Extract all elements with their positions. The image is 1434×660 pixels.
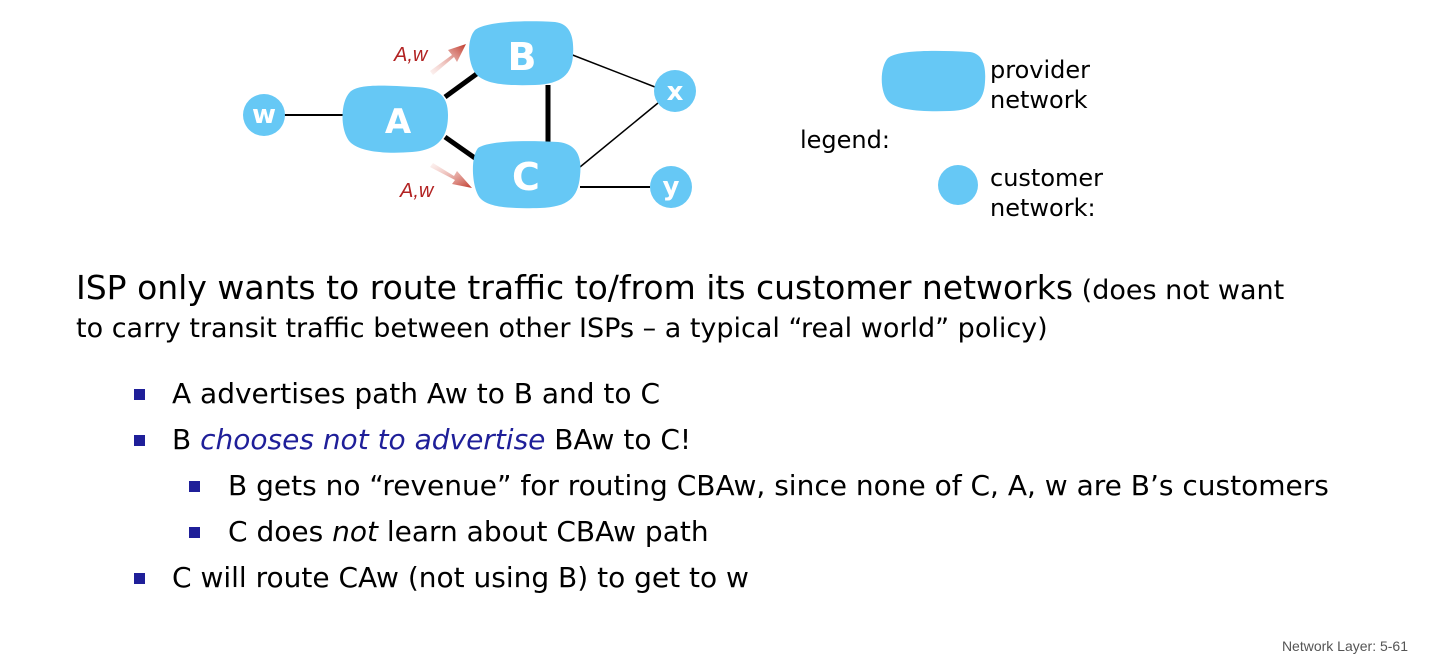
- heading-main: ISP only wants to route traffic to/from …: [76, 268, 1074, 307]
- bullet-square-icon: [189, 526, 200, 538]
- sub-bullet-1-text: B gets no “revenue” for routing CBAw, si…: [228, 468, 1329, 502]
- legend: legend: provider network customer networ…: [800, 50, 1103, 222]
- advertisement-arrow-top: [430, 44, 466, 75]
- bullet-1: A advertises path Aw to B and to C: [76, 371, 1396, 417]
- advertisement-arrow-bottom: [430, 163, 472, 188]
- bullet-3: C will route CAw (not using B) to get to…: [76, 555, 1396, 601]
- node-label-y: y: [663, 172, 680, 202]
- arrow-label-top: A,w: [393, 44, 429, 66]
- legend-provider-line1: provider: [990, 56, 1090, 84]
- bullet-2: B chooses not to advertise BAw to C! B g…: [76, 417, 1396, 555]
- links: [284, 53, 659, 188]
- bullet-2-pre: B: [172, 422, 201, 456]
- network-diagram: A,w A,w A B C w x y legend: provider net…: [243, 21, 1103, 222]
- legend-provider-line2: network: [990, 86, 1088, 114]
- legend-customer-shape: [938, 165, 978, 205]
- node-label-b: B: [508, 35, 537, 79]
- provider-network-a: [342, 85, 448, 153]
- bullet-3-text: C will route CAw (not using B) to get to…: [172, 560, 749, 594]
- heading-line2: to carry transit traffic between other I…: [76, 312, 1048, 344]
- bullet-2-post: BAw to C!: [545, 422, 692, 456]
- link-c-x: [579, 102, 659, 168]
- legend-provider-shape: [881, 50, 986, 112]
- slide-footer: Network Layer: 5-61: [1281, 638, 1408, 654]
- link-b-x: [569, 53, 656, 88]
- sub-bullet-2: C does not learn about CBAw path: [172, 509, 1396, 555]
- bullet-square-icon: [134, 388, 145, 400]
- sub-bullet-2-post: learn about CBAw path: [377, 514, 709, 548]
- sub-bullet-2-emphasis: not: [332, 514, 378, 548]
- node-label-x: x: [667, 77, 684, 107]
- node-label-c: C: [512, 155, 540, 199]
- bullet-2-emphasis: chooses not to advertise: [200, 422, 546, 456]
- legend-customer-line1: customer: [990, 164, 1103, 192]
- link-a-b: [443, 67, 484, 100]
- customer-network-x: [654, 70, 696, 112]
- sub-bullet-1: B gets no “revenue” for routing CBAw, si…: [172, 463, 1396, 509]
- bullet-square-icon: [134, 572, 145, 584]
- bullet-list: A advertises path Aw to B and to C B cho…: [76, 371, 1396, 601]
- bullet-square-icon: [189, 480, 200, 492]
- node-label-a: A: [385, 102, 412, 142]
- legend-title: legend:: [800, 126, 890, 154]
- legend-customer-line2: network:: [990, 194, 1096, 222]
- bullet-1-text: A advertises path Aw to B and to C: [172, 376, 660, 410]
- arrow-label-bottom: A,w: [399, 180, 435, 202]
- slide-heading: ISP only wants to route traffic to/from …: [76, 266, 1396, 347]
- slide-body: ISP only wants to route traffic to/from …: [76, 266, 1396, 601]
- provider-network-c: [472, 141, 581, 209]
- sub-bullet-list: B gets no “revenue” for routing CBAw, si…: [172, 463, 1396, 555]
- customer-network-y: [650, 166, 692, 208]
- provider-network-b: [469, 21, 574, 86]
- heading-aside: (does not want: [1073, 275, 1285, 306]
- node-label-w: w: [252, 100, 276, 130]
- sub-bullet-2-pre: C does: [228, 514, 333, 548]
- bullet-square-icon: [134, 434, 145, 446]
- customer-network-w: [243, 94, 285, 136]
